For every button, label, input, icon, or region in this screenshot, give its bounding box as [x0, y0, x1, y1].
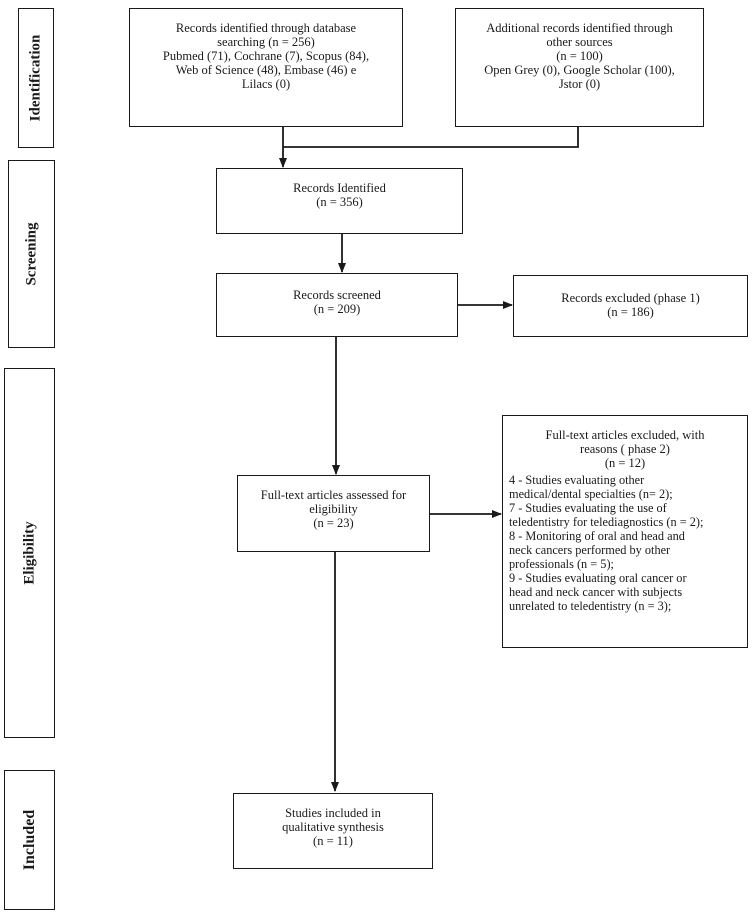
database-line-1: Records identified through database — [175, 21, 357, 35]
fulltext-assessed-line-1: Full-text articles assessed for — [260, 488, 407, 502]
included-line-1: Studies included in — [285, 806, 381, 820]
fulltext-assessed-line-2: eligibility — [309, 502, 358, 516]
other-sources-line-5: Jstor (0) — [558, 77, 601, 91]
exclusion-reason-line: professionals (n = 5); — [509, 557, 614, 571]
fulltext-excluded-header-2: reasons ( phase 2) — [580, 442, 670, 456]
exclusion-reason-line: 8 - Monitoring of oral and head and — [509, 529, 685, 543]
exclusion-reason-line: teledentistry for telediagnostics (n = 2… — [509, 515, 704, 529]
other-sources-line-2: other sources — [546, 35, 613, 49]
exclusion-reason-line: unrelated to teledentistry (n = 3); — [509, 599, 672, 613]
line-other-sources-merge — [283, 127, 579, 148]
database-line-3: Pubmed (71), Cochrane (7), Scopus (84), — [162, 49, 370, 63]
other-sources-line-3: (n = 100) — [556, 49, 603, 63]
fulltext-excluded-box: Full-text articles excluded, with reason… — [502, 415, 748, 648]
included-line-2: qualitative synthesis — [282, 820, 384, 834]
database-records-box: Records identified through database sear… — [129, 8, 403, 127]
exclusion-reason-line: 4 - Studies evaluating other — [509, 473, 645, 487]
included-line-3: (n = 11) — [313, 834, 353, 848]
phase-screening: Screening — [8, 160, 55, 348]
phase-eligibility: Eligibility — [4, 368, 55, 738]
excluded-phase1-count: (n = 186) — [607, 305, 654, 319]
records-screened-box: Records screened (n = 209) — [216, 273, 458, 337]
exclusion-reason-line: medical/dental specialties (n= 2); — [509, 487, 673, 501]
exclusion-reason-line: head and neck cancer with subjects — [509, 585, 683, 599]
exclusion-reason-line: 7 - Studies evaluating the use of — [509, 501, 667, 515]
phase-identification: Identification — [18, 8, 54, 148]
records-identified-box: Records Identified (n = 356) — [216, 168, 463, 234]
other-sources-line-1: Additional records identified through — [486, 21, 673, 35]
identified-title: Records Identified — [293, 181, 386, 195]
screened-title: Records screened — [293, 288, 381, 302]
database-line-5: Lilacs (0) — [241, 77, 291, 91]
fulltext-excluded-header-1: Full-text articles excluded, with — [545, 428, 705, 442]
phase-included: Included — [4, 770, 55, 910]
identified-count: (n = 356) — [316, 195, 363, 209]
other-sources-line-4: Open Grey (0), Google Scholar (100), — [484, 63, 675, 77]
database-line-4: Web of Science (48), Embase (46) e — [175, 63, 357, 77]
fulltext-excluded-header-3: (n = 12) — [604, 456, 646, 470]
screened-count: (n = 209) — [313, 302, 361, 316]
exclusion-reason-line: 9 - Studies evaluating oral cancer or — [509, 571, 687, 585]
fulltext-assessed-box: Full-text articles assessed for eligibil… — [237, 475, 430, 552]
exclusion-reason-line: neck cancers performed by other — [509, 543, 671, 557]
records-excluded-phase1-box: Records excluded (phase 1) (n = 186) — [513, 275, 748, 337]
fulltext-assessed-line-3: (n = 23) — [313, 516, 354, 530]
excluded-phase1-title: Records excluded (phase 1) — [561, 291, 700, 305]
studies-included-box: Studies included in qualitative synthesi… — [233, 793, 433, 869]
database-line-2: searching (n = 256) — [217, 35, 315, 49]
other-sources-box: Additional records identified through ot… — [455, 8, 704, 127]
